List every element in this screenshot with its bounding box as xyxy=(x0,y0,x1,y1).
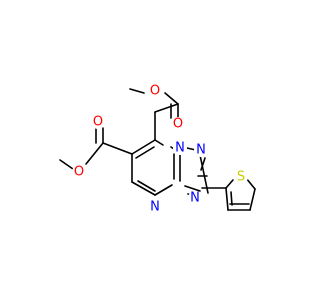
atom-labels: O O O O N N N N S xyxy=(72,84,248,215)
bond xyxy=(200,157,206,171)
atom-oxygen: O xyxy=(93,115,103,130)
bond xyxy=(154,139,164,146)
atom-label-background xyxy=(171,117,185,131)
bond xyxy=(137,180,156,192)
atom-nitrogen: N xyxy=(175,141,185,156)
bond xyxy=(154,184,173,196)
bond xyxy=(135,146,155,159)
bond xyxy=(59,159,74,170)
atom-nitrogen: N xyxy=(196,143,206,158)
bond xyxy=(184,185,201,192)
atom-label-background xyxy=(194,143,208,157)
atom-label-background xyxy=(173,141,187,155)
bond xyxy=(85,142,104,165)
molecule-structure: O O O O N N N N S xyxy=(59,84,256,215)
atom-oxygen: O xyxy=(74,165,84,180)
atom-label-background xyxy=(188,191,202,205)
atom-oxygen: O xyxy=(150,84,160,99)
atom-label-background xyxy=(148,84,162,98)
atom-oxygen: O xyxy=(173,117,183,132)
bond xyxy=(131,181,156,196)
bond xyxy=(154,103,179,113)
bond xyxy=(245,177,256,190)
atom-nitrogen: N xyxy=(150,200,160,215)
atom-label-background xyxy=(234,170,248,184)
bond xyxy=(164,92,179,105)
atom-label-background xyxy=(91,115,105,129)
bond xyxy=(102,142,133,155)
atom-sulfur: S xyxy=(237,170,245,185)
atom-label-background xyxy=(148,200,162,214)
bond xyxy=(249,188,256,211)
bond xyxy=(225,187,229,211)
bond xyxy=(225,179,234,189)
atom-nitrogen: N xyxy=(190,191,200,206)
bond xyxy=(199,154,209,194)
bonds xyxy=(59,88,256,211)
bond xyxy=(230,191,233,206)
bond xyxy=(129,88,145,94)
atom-label-background xyxy=(72,165,86,179)
bond xyxy=(131,139,156,155)
